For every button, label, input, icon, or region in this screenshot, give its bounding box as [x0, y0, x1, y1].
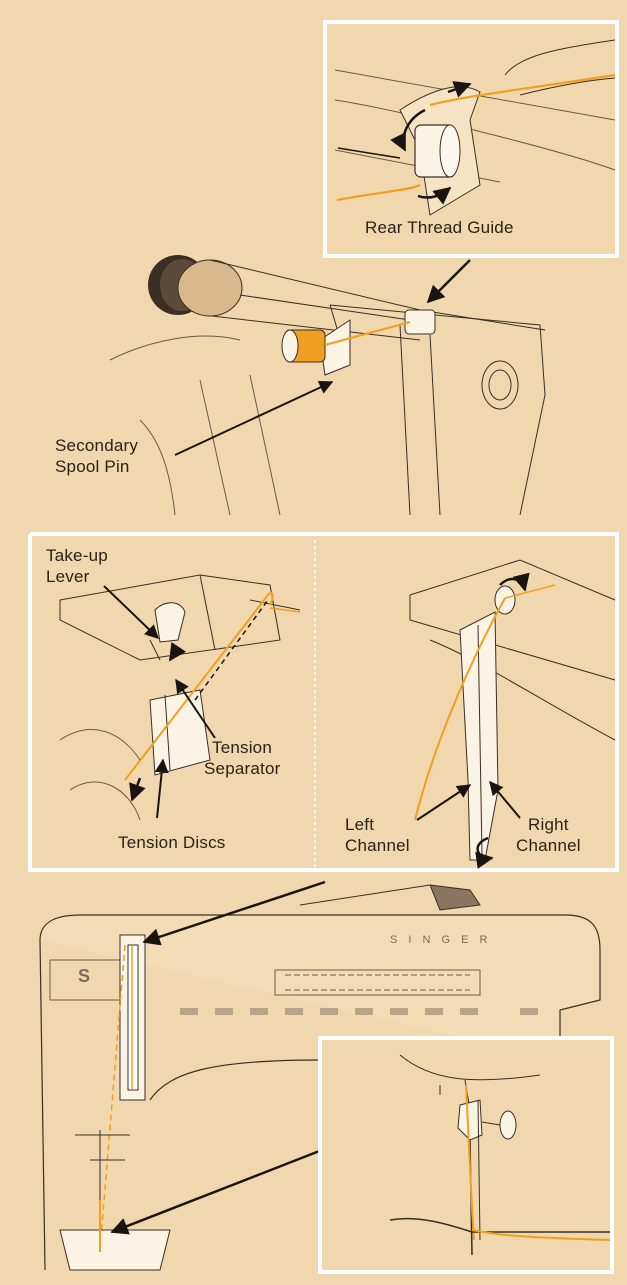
- label-right-channel-line-2: Channel: [516, 836, 581, 856]
- label-rear-thread-guide: Rear Thread Guide: [365, 218, 514, 238]
- machine-logo: S: [78, 966, 90, 986]
- label-take-up-lever-line-2: Lever: [46, 567, 90, 587]
- label-right-channel-line-1: Right: [528, 815, 569, 835]
- label-secondary-spool-pin-line-2: Spool Pin: [55, 457, 130, 477]
- machine-brand-wordmark: S I N G E R: [390, 930, 491, 950]
- label-take-up-lever-line-1: Take-up: [46, 546, 108, 566]
- label-tension-discs: Tension Discs: [118, 833, 225, 853]
- label-secondary-spool-pin-line-1: Secondary: [55, 436, 138, 456]
- label-tension-separator-line-1: Tension: [212, 738, 272, 758]
- label-left-channel-line-2: Channel: [345, 836, 410, 856]
- needle-inset: [320, 1038, 612, 1272]
- label-left-channel-line-1: Left: [345, 815, 374, 835]
- label-tension-separator-line-2: Separator: [204, 759, 280, 779]
- spool-area-illustration: [110, 255, 545, 515]
